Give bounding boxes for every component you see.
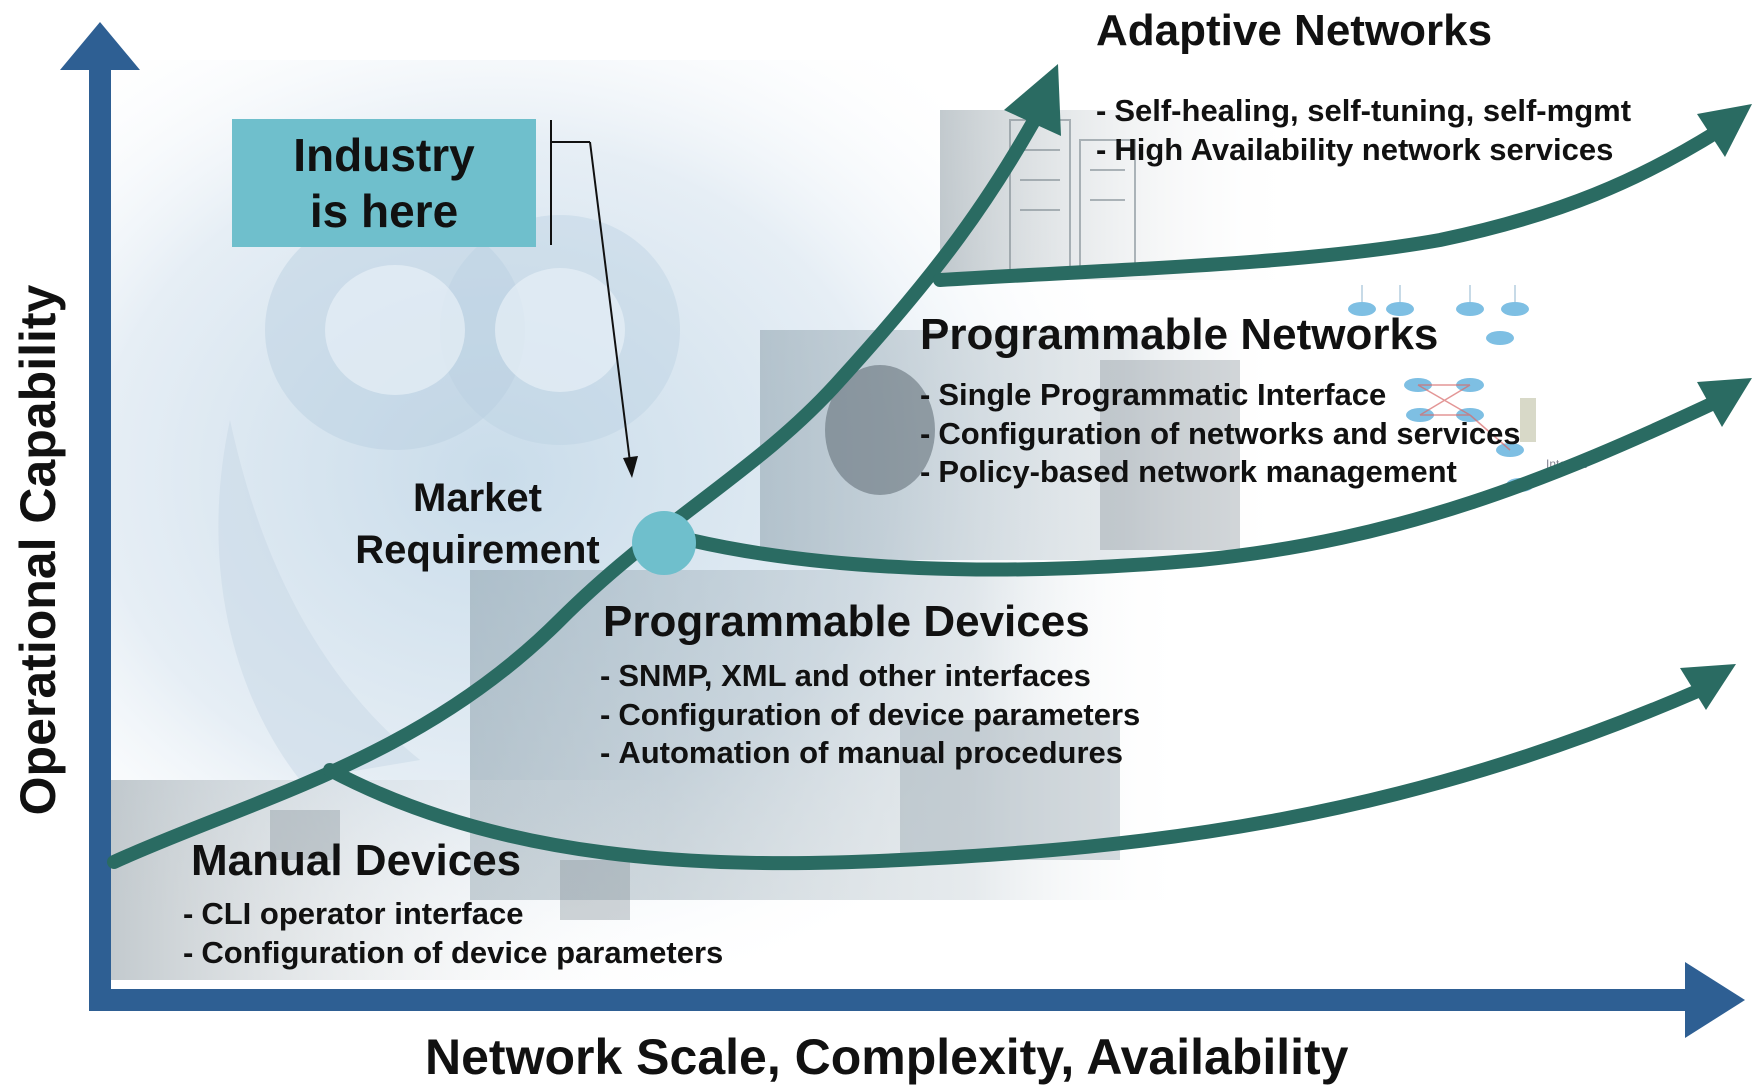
programmable-networks-title: Programmable Networks [920, 310, 1439, 359]
prog-networks-arrowhead [1697, 104, 1752, 157]
market-line-2: Requirement [355, 528, 600, 572]
bullet-item: -SNMP, XML and other interfaces [600, 658, 1091, 693]
x-axis-label: Network Scale, Complexity, Availability [425, 1029, 1349, 1085]
programmable-devices-title: Programmable Devices [603, 597, 1090, 646]
x-axis-arrowhead [1685, 962, 1745, 1038]
programmable-networks-bullets: -Single Programmatic Interface -Configur… [920, 376, 1521, 492]
axes [60, 22, 1745, 1038]
adaptive-networks-bullets: -Self-healing, self-tuning, self-mgmt -H… [1096, 92, 1631, 169]
callout-line-2: is here [309, 185, 459, 237]
bullet-item: -Automation of manual procedures [600, 735, 1123, 770]
bullet-item: -Configuration of networks and services [920, 415, 1521, 451]
bullet-item: -Self-healing, self-tuning, self-mgmt [1096, 93, 1632, 128]
manual-devices-curve [323, 683, 1707, 871]
bullet-item: -Configuration of device parameters [600, 696, 1141, 732]
prog-devices-arrowhead [1697, 378, 1752, 427]
bullet-item: -High Availability network services [1096, 131, 1614, 167]
manual-curve-arrowhead [1680, 664, 1736, 710]
main-curve-arrowhead [1004, 64, 1061, 136]
background-imagery: Internet [110, 60, 1587, 980]
market-requirement-label: Market Requirement [335, 472, 620, 576]
bullet-item: -Configuration of device parameters [183, 934, 724, 970]
manual-devices-bullets: -CLI operator interface -Configuration o… [183, 895, 723, 972]
bullet-item: -CLI operator interface [183, 896, 524, 931]
callout-line-1: Industry [293, 129, 475, 181]
industry-is-here-callout: Industry is here [232, 119, 536, 247]
bullet-item: -Policy-based network management [920, 454, 1457, 489]
programmable-devices-bullets: -SNMP, XML and other interfaces -Configu… [600, 657, 1140, 773]
bullet-item: -Single Programmatic Interface [920, 377, 1387, 412]
leader-arrowhead [623, 456, 638, 478]
callout-leader [550, 120, 631, 463]
curve-arrowheads [1004, 64, 1752, 710]
market-requirement-dot [632, 511, 696, 575]
market-line-1: Market [413, 476, 542, 520]
y-axis-arrowhead [60, 22, 140, 70]
adaptive-networks-title: Adaptive Networks [1096, 6, 1493, 55]
manual-devices-title: Manual Devices [191, 836, 522, 885]
programmable-networks-curve [933, 123, 1727, 287]
y-axis-label: Operational Capability [10, 284, 66, 816]
programmable-devices-curve [683, 393, 1727, 577]
